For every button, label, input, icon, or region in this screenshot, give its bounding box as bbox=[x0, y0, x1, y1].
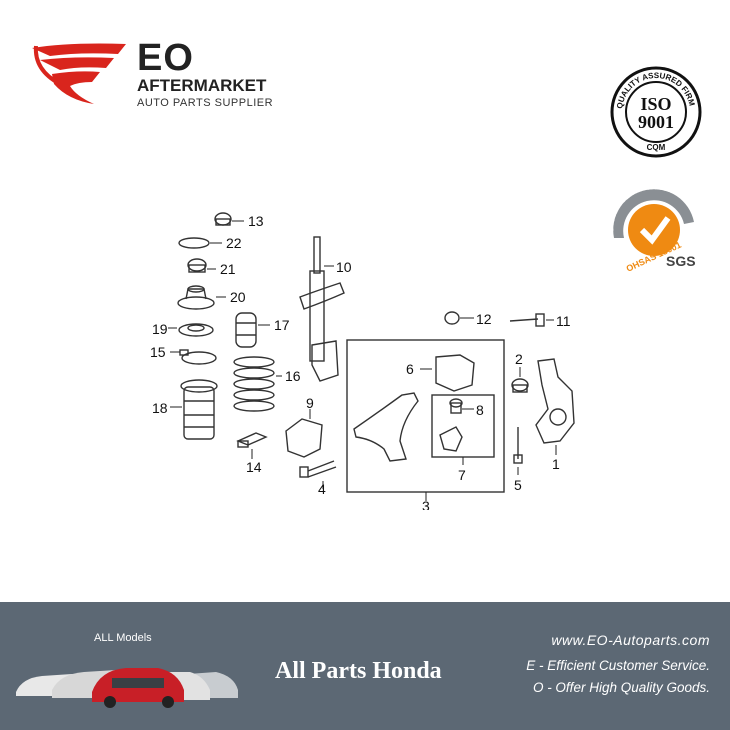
part-bumpstop-17: 17 bbox=[235, 312, 290, 348]
sgs-ohsas-badge-icon: SYSTEM CERTIFICATION OHSAS 18001 SGS bbox=[608, 184, 696, 274]
part-knuckle-1: 1 bbox=[535, 358, 575, 472]
callout-19: 19 bbox=[152, 321, 168, 337]
part-nut-13: 13 bbox=[214, 212, 264, 229]
iso-number: 9001 bbox=[638, 112, 674, 132]
part-bolt-5: 5 bbox=[513, 427, 523, 493]
callout-5: 5 bbox=[514, 477, 522, 493]
callout-10: 10 bbox=[336, 259, 352, 275]
callout-15: 15 bbox=[150, 344, 166, 360]
slogan-line-2: O - Offer High Quality Goods. bbox=[532, 680, 710, 695]
callout-11: 11 bbox=[556, 313, 571, 329]
part-nut-2: 2 bbox=[511, 351, 529, 393]
part-seat-15: 15 bbox=[150, 344, 217, 365]
callout-6: 6 bbox=[406, 361, 414, 377]
header: EO AFTERMARKET AUTO PARTS SUPPLIER QUALI… bbox=[0, 0, 730, 274]
callout-21: 21 bbox=[220, 261, 236, 277]
suspension-exploded-diagram: 13 22 21 20 19 17 15 bbox=[150, 212, 575, 510]
footer-banner: ALL Models All Parts Honda www.EO-Autopa… bbox=[0, 602, 730, 730]
honda-cars-lineup-icon bbox=[16, 668, 238, 708]
callout-2: 2 bbox=[515, 351, 523, 367]
callout-13: 13 bbox=[248, 213, 264, 229]
callout-18: 18 bbox=[152, 400, 168, 416]
callout-20: 20 bbox=[230, 289, 246, 305]
brand-subtitle: AUTO PARTS SUPPLIER bbox=[137, 97, 274, 109]
callout-16: 16 bbox=[285, 368, 301, 384]
part-boot-18: 18 bbox=[152, 379, 218, 440]
footer-title: All Parts Honda bbox=[275, 658, 442, 684]
brand-tagline: AFTERMARKET bbox=[137, 76, 267, 95]
callout-4: 4 bbox=[318, 481, 326, 497]
part-spring-16: 16 bbox=[233, 356, 301, 412]
brand-name: EO bbox=[137, 37, 194, 79]
callout-12: 12 bbox=[476, 311, 492, 327]
callout-22: 22 bbox=[226, 235, 242, 251]
iso-9001-badge-icon: QUALITY ASSURED FIRM ISO 9001 CQM bbox=[610, 66, 702, 158]
part-mount-20: 20 bbox=[177, 285, 246, 310]
part-clip-14: 14 bbox=[236, 432, 268, 475]
part-bushing-6: 6 bbox=[406, 354, 475, 392]
iso-name: ISO bbox=[640, 94, 671, 114]
callout-3: 3 bbox=[422, 498, 430, 510]
callout-1: 1 bbox=[552, 456, 560, 472]
callout-8: 8 bbox=[476, 402, 484, 418]
part-bracket-9: 9 bbox=[285, 395, 323, 458]
brand-block: EO AFTERMARKET AUTO PARTS SUPPLIER bbox=[137, 38, 273, 110]
sgs-name: SGS bbox=[666, 253, 696, 269]
part-washer-22: 22 bbox=[178, 235, 242, 251]
part-nut-21: 21 bbox=[187, 258, 236, 277]
models-label: ALL Models bbox=[94, 632, 152, 644]
part-balljoint-7: 8 7 bbox=[431, 394, 495, 483]
website-link[interactable]: www.EO-Autoparts.com bbox=[551, 632, 710, 648]
callout-17: 17 bbox=[274, 317, 290, 333]
iso-bottom: CQM bbox=[647, 143, 666, 152]
eo-wing-logo-icon bbox=[32, 43, 126, 104]
part-bolt-11: 11 bbox=[509, 313, 571, 329]
callout-7: 7 bbox=[458, 467, 466, 483]
part-arm-assembly-3: 3 bbox=[346, 339, 505, 510]
part-bolt-4: 4 bbox=[299, 460, 337, 497]
part-seat-19: 19 bbox=[152, 321, 214, 337]
callout-9: 9 bbox=[306, 395, 314, 411]
slogan-line-1: E - Efficient Customer Service. bbox=[526, 658, 710, 673]
part-strut-10: 10 bbox=[299, 236, 352, 382]
callout-14: 14 bbox=[246, 459, 262, 475]
part-nut-12: 12 bbox=[444, 311, 492, 327]
